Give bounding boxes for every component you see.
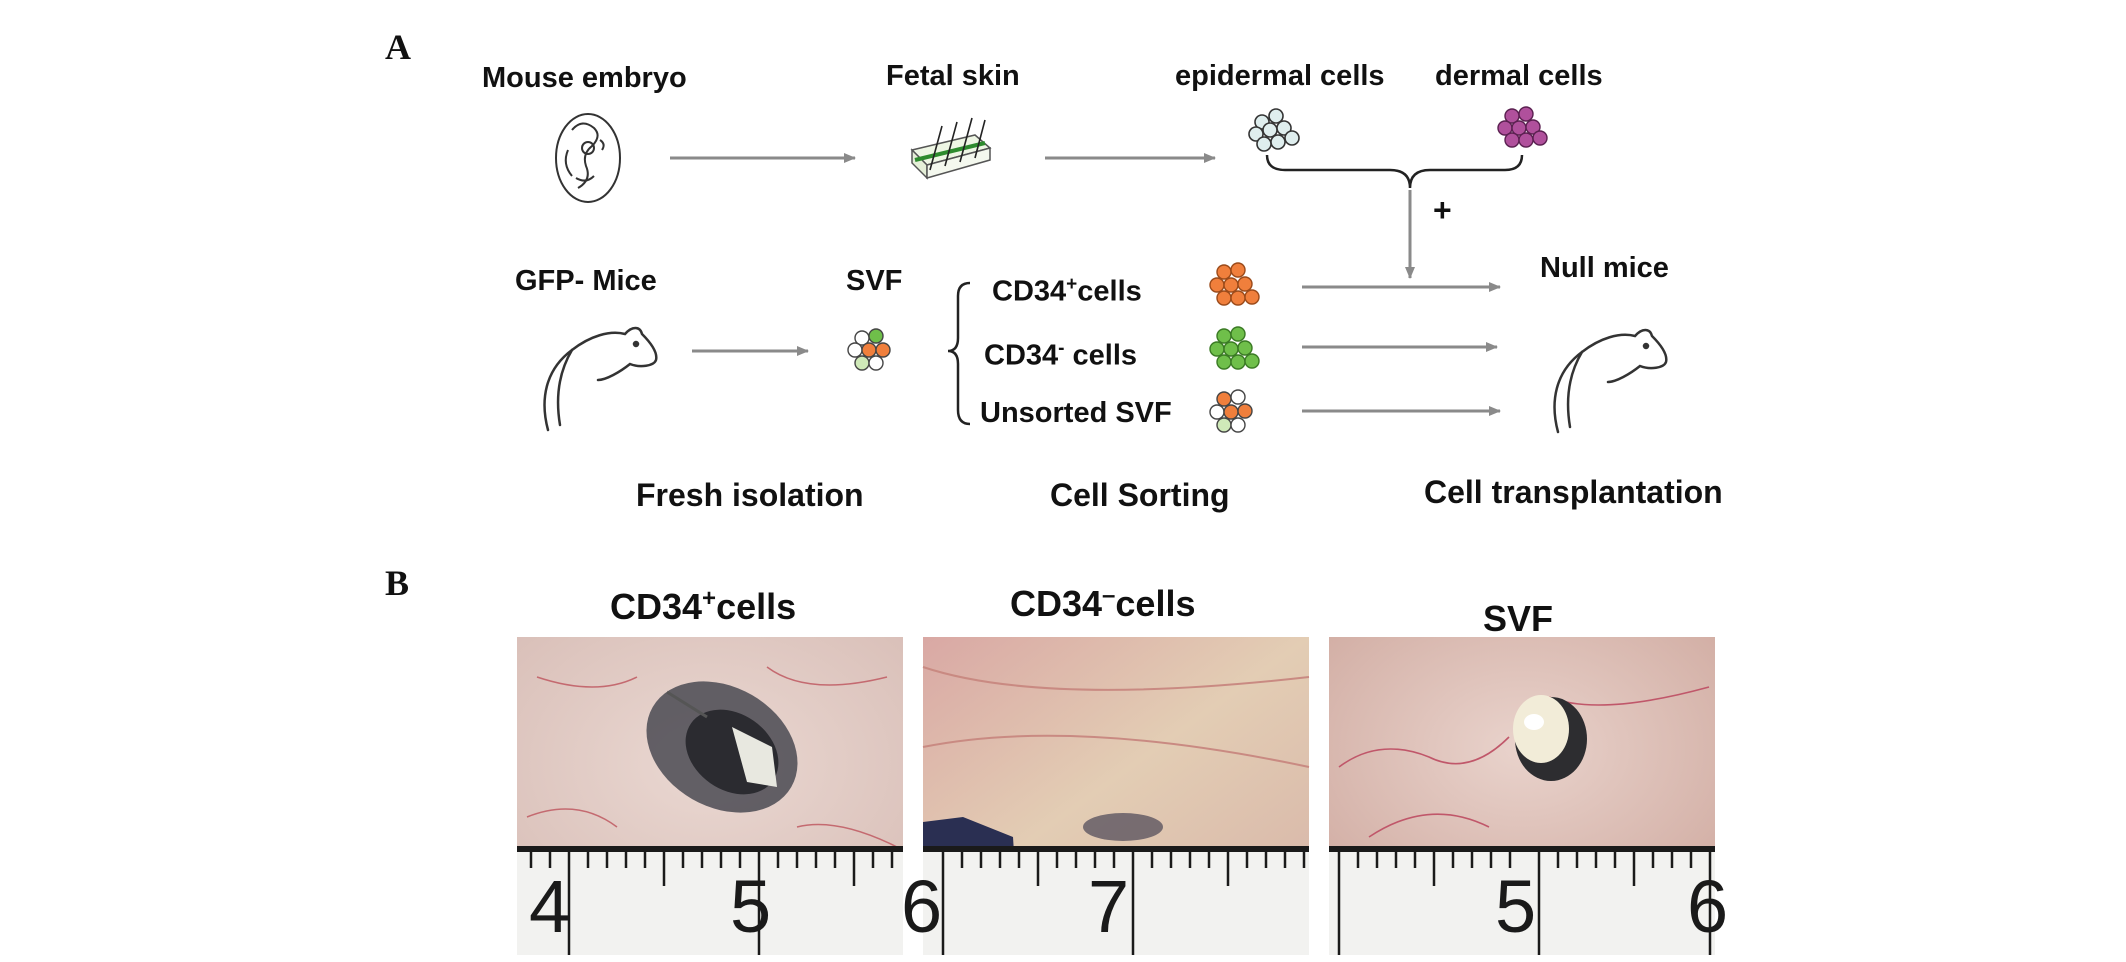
svf-label: SVF bbox=[846, 265, 903, 297]
ruler-2-label-a: 6 bbox=[901, 865, 943, 948]
dermal-cells-icon bbox=[1497, 106, 1548, 148]
cell-sorting-label: Cell Sorting bbox=[1050, 477, 1230, 513]
cd34-plus-cells-icon bbox=[1209, 262, 1260, 306]
mouse-embryo-label: Mouse embryo bbox=[482, 62, 687, 94]
col2-base: CD34 bbox=[1010, 583, 1103, 624]
cd34-minus-suffix: cells bbox=[1064, 339, 1138, 372]
cd34-minus-sup: - bbox=[1058, 338, 1065, 359]
cd34-plus-sup: + bbox=[1066, 274, 1078, 295]
ruler-2: 6 7 bbox=[901, 846, 1309, 955]
ruler-3-label-a: 5 bbox=[1495, 865, 1537, 948]
cell-transplantation-label: Cell transplantation bbox=[1424, 474, 1723, 510]
plus-sign: + bbox=[1433, 192, 1452, 228]
fetal-skin-icon bbox=[910, 117, 992, 180]
svf-cells-icon bbox=[847, 328, 891, 371]
cd34-minus-label: CD34- cells bbox=[984, 338, 1137, 373]
dermal-cells-label: dermal cells bbox=[1435, 60, 1603, 92]
ruler-2-ticks bbox=[923, 846, 1309, 955]
col1-suffix: cells bbox=[716, 586, 797, 627]
epidermal-cells-label: epidermal cells bbox=[1175, 60, 1385, 92]
col1-base: CD34 bbox=[610, 586, 703, 627]
cd34-plus-base: CD34 bbox=[992, 275, 1067, 308]
combine-brace bbox=[1265, 154, 1524, 189]
ruler-2-label-b: 7 bbox=[1088, 865, 1130, 948]
gfp-mice-label: GFP- Mice bbox=[515, 265, 657, 297]
fresh-isolation-label: Fresh isolation bbox=[636, 477, 864, 513]
null-mouse-icon bbox=[1553, 328, 1668, 434]
cd34-minus-cells-icon bbox=[1209, 326, 1260, 370]
cd34-plus-label: CD34+cells bbox=[992, 274, 1142, 309]
ruler-1-label-b: 5 bbox=[730, 865, 772, 948]
gfp-mouse-icon bbox=[543, 326, 658, 432]
ruler-1: 4 5 bbox=[517, 846, 903, 955]
panel-b-title-cd34-plus: CD34+cells bbox=[610, 585, 796, 628]
ruler-1-label-a: 4 bbox=[529, 865, 571, 948]
ruler-1-ticks bbox=[517, 846, 903, 955]
unsorted-svf-label: Unsorted SVF bbox=[980, 397, 1172, 429]
unsorted-svf-cells-icon bbox=[1209, 389, 1253, 433]
col2-sup: – bbox=[1102, 582, 1116, 609]
panel-a-label: A bbox=[385, 27, 411, 67]
cd34-plus-suffix: cells bbox=[1077, 275, 1142, 308]
panel-b-label: B bbox=[385, 563, 410, 603]
ruler-3-label-b: 6 bbox=[1687, 865, 1729, 948]
epidermal-cells-icon bbox=[1248, 108, 1300, 152]
col2-suffix: cells bbox=[1115, 583, 1196, 624]
panel-b-title-svf: SVF bbox=[1483, 598, 1554, 639]
null-mice-label: Null mice bbox=[1540, 252, 1669, 284]
mouse-embryo-icon bbox=[555, 113, 621, 203]
fetal-skin-label: Fetal skin bbox=[886, 60, 1020, 92]
ruler-3: 5 6 bbox=[1329, 846, 1728, 955]
panel-b-title-cd34-minus: CD34–cells bbox=[1010, 582, 1195, 625]
ruler-3-ticks bbox=[1329, 846, 1715, 955]
col1-sup: + bbox=[702, 585, 717, 612]
cd34-minus-base: CD34 bbox=[984, 339, 1059, 372]
sorting-brace bbox=[947, 281, 971, 426]
